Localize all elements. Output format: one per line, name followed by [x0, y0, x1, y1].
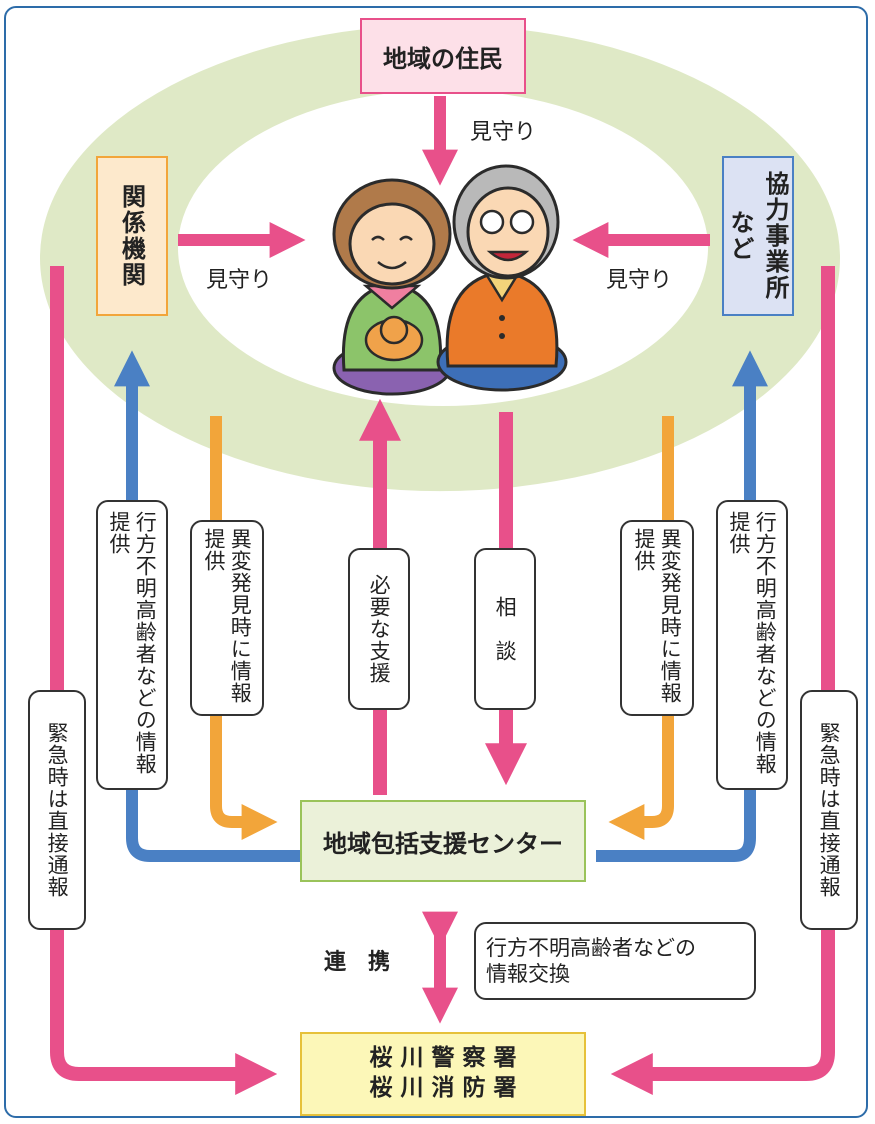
label-missing-info-left: 行方不明高齢者などの情報提供: [96, 500, 168, 790]
label-watch-right: 見守り: [606, 268, 673, 293]
node-fire-label: 桜 川 消 防 署: [369, 1075, 517, 1101]
label-emergency-left: 緊急時は直接通報: [28, 690, 86, 930]
grandmother-figure: [332, 178, 452, 396]
label-cooperation: 連 携: [324, 950, 391, 975]
label-info-exchange: 行方不明高齢者などの 情報交換: [474, 922, 756, 1000]
label-missing-info-right: 行方不明高齢者などの情報提供: [716, 500, 788, 790]
arrow-missing-info-left: [114, 350, 300, 862]
node-related-agencies: 関係機関: [96, 156, 168, 316]
label-emergency-right: 緊急時は直接通報: [800, 690, 858, 930]
arrow-emergency-left: [50, 266, 278, 1095]
label-anomaly-right: 異変発見時に情報提供: [620, 520, 694, 716]
arrow-anomaly-left: [210, 416, 278, 840]
node-center: 地域包括支援センター: [300, 800, 586, 882]
arrow-emergency-right: [610, 266, 835, 1095]
node-related-agencies-label: 関係機関: [117, 184, 146, 288]
node-cooperating-businesses-label: 協力事業所など: [726, 171, 789, 301]
community-ring: [39, 24, 841, 492]
label-watch-left: 見守り: [206, 268, 273, 293]
label-consult: 相 談: [474, 548, 536, 710]
node-residents: 地域の住民: [360, 18, 526, 94]
node-cooperating-businesses: 協力事業所など: [722, 156, 794, 316]
label-watch-top: 見守り: [470, 120, 537, 145]
label-support: 必要な支援: [348, 548, 410, 710]
arrow-missing-info-right: [596, 350, 768, 862]
node-police-label: 桜 川 警 察 署: [369, 1045, 517, 1072]
node-center-label: 地域包括支援センター: [323, 829, 563, 858]
grandfather-figure: [436, 164, 568, 392]
node-residents-label: 地域の住民: [383, 44, 503, 73]
node-police-fire: 桜 川 警 察 署 桜 川 消 防 署: [300, 1032, 586, 1116]
label-anomaly-left: 異変発見時に情報提供: [190, 520, 264, 716]
diagram-frame: [4, 6, 868, 1118]
elderly-couple-illustration: [332, 164, 568, 396]
arrow-anomaly-right: [608, 416, 674, 840]
